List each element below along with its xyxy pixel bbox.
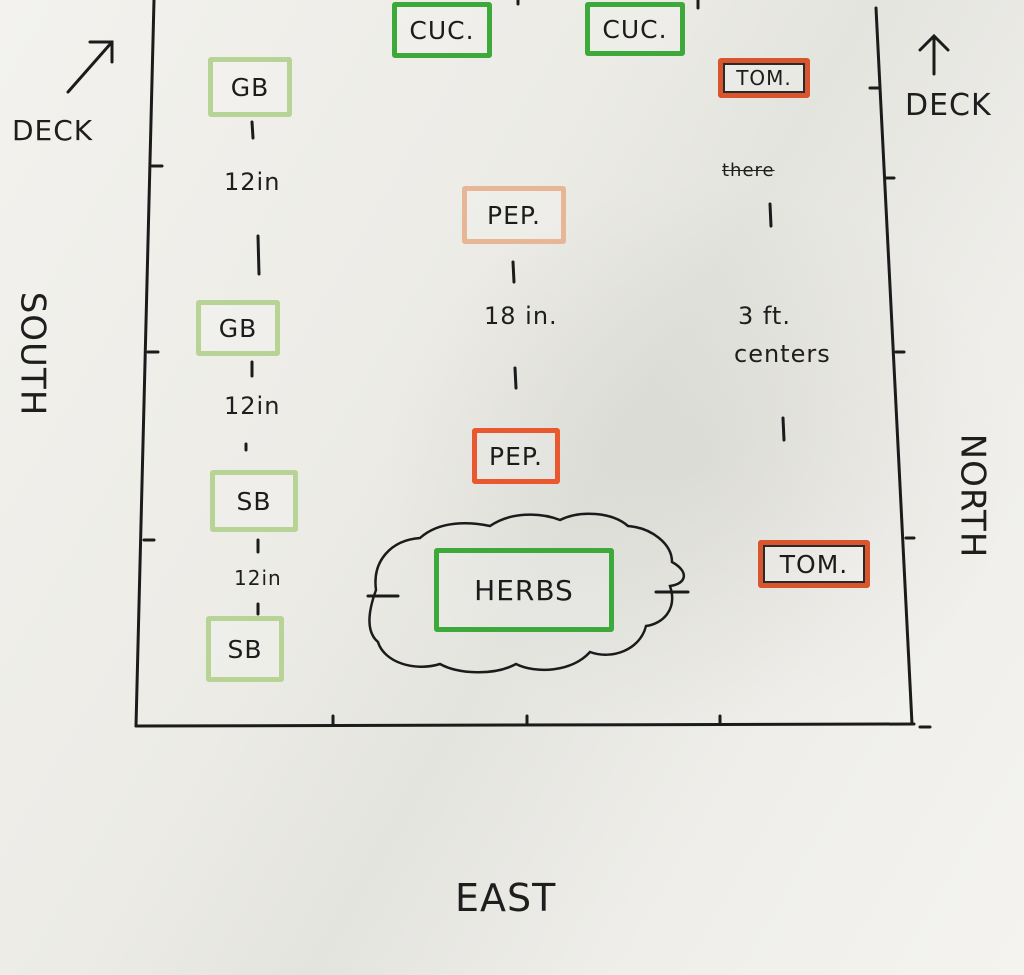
spacing-tomato-line1: 3 ft. bbox=[738, 302, 791, 330]
plant-gb-1: GB bbox=[208, 57, 292, 117]
bed-bottom-border bbox=[134, 722, 916, 728]
crossed-out-note: there bbox=[722, 160, 775, 181]
arrow-deck-right bbox=[918, 33, 950, 76]
plant-pepper-2: PEP. bbox=[472, 428, 560, 484]
spacing-gb: 12in bbox=[224, 168, 281, 196]
label-north: NORTH bbox=[952, 433, 993, 559]
arrow-deck-left bbox=[66, 40, 114, 94]
label-deck-left: DECK bbox=[12, 114, 94, 147]
spacing-tomato-line2: centers bbox=[734, 340, 831, 368]
label-east: EAST bbox=[455, 876, 557, 920]
bed-right-border bbox=[874, 6, 914, 726]
plant-herbs: HERBS bbox=[434, 548, 614, 632]
plant-gb-2: GB bbox=[196, 300, 280, 356]
connector-tom-top bbox=[768, 202, 773, 228]
connector-pep-top bbox=[511, 260, 516, 284]
plant-sb-2: SB bbox=[206, 616, 284, 682]
connector-tom-bottom bbox=[781, 416, 786, 442]
label-south: SOUTH bbox=[12, 291, 53, 417]
connector-pep-bottom bbox=[513, 366, 518, 390]
plant-cucumber-1: CUC. bbox=[392, 2, 492, 58]
spacing-pepper: 18 in. bbox=[484, 302, 558, 330]
plant-tomato-top: TOM. bbox=[718, 58, 810, 98]
plant-cucumber-2: CUC. bbox=[585, 2, 685, 56]
connector-gb1 bbox=[250, 120, 255, 140]
connector-gb-mid bbox=[256, 234, 261, 276]
label-deck-right: DECK bbox=[905, 88, 992, 123]
plant-sb-1: SB bbox=[210, 470, 298, 532]
spacing-gb-sb: 12in bbox=[224, 392, 281, 420]
plant-tomato-bottom: TOM. bbox=[758, 540, 870, 588]
plant-pepper-1: PEP. bbox=[462, 186, 566, 244]
bed-left-border bbox=[134, 0, 156, 728]
herbs-cloud bbox=[368, 512, 685, 674]
spacing-sb: 12in bbox=[234, 566, 282, 590]
